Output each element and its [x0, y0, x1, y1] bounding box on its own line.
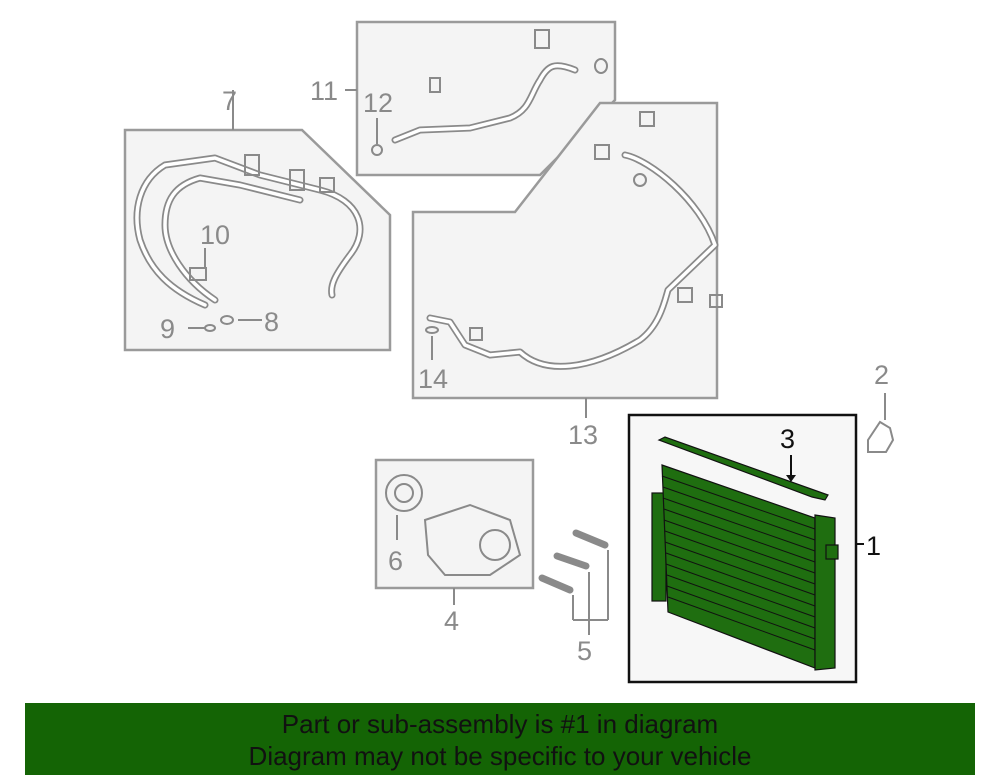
part-1-condenser[interactable]	[627, 413, 864, 684]
part-5-bolts[interactable]	[538, 529, 609, 635]
callout-8: 8	[264, 307, 279, 337]
callout-13: 13	[568, 420, 598, 450]
callout-6: 6	[388, 546, 403, 576]
group-7-hose-assembly[interactable]	[123, 90, 392, 352]
callout-11: 11	[310, 76, 338, 106]
group-4-compressor[interactable]	[374, 458, 535, 605]
notice-banner: Part or sub-assembly is #1 in diagram Di…	[25, 703, 975, 775]
callout-7: 7	[222, 86, 237, 116]
group-13-liquid-line[interactable]	[411, 101, 723, 418]
notice-line-2: Diagram may not be specific to your vehi…	[248, 741, 752, 771]
callout-5: 5	[577, 636, 592, 666]
callout-12: 12	[363, 88, 393, 118]
callout-9: 9	[160, 314, 175, 344]
callout-3: 3	[780, 424, 795, 454]
part-2-bracket[interactable]	[867, 393, 895, 453]
callout-4: 4	[444, 606, 459, 636]
callout-10: 10	[200, 220, 230, 250]
callout-14: 14	[418, 364, 448, 394]
callout-2: 2	[874, 360, 889, 390]
callout-1: 1	[866, 531, 881, 561]
notice-line-1: Part or sub-assembly is #1 in diagram	[281, 709, 719, 739]
